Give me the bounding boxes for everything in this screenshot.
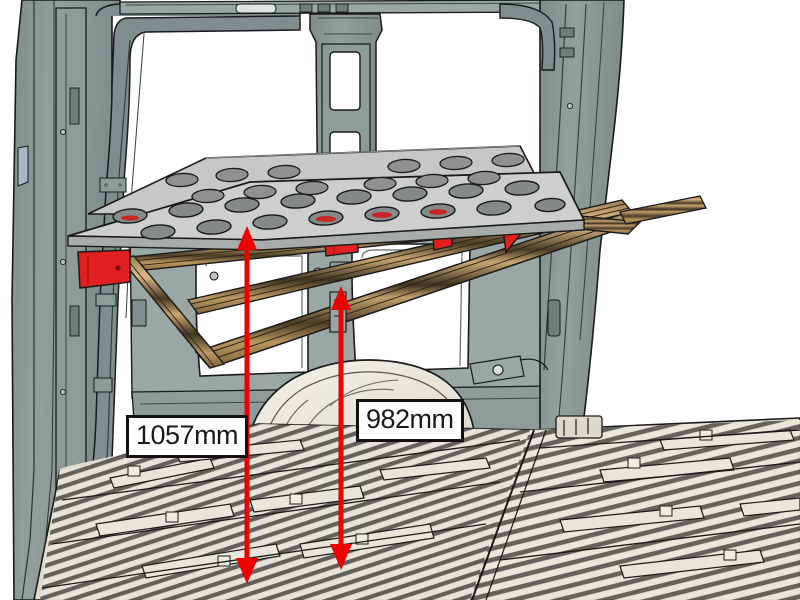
- rail-front-extension: [619, 195, 707, 225]
- rear-latch-hardware: [469, 355, 549, 385]
- dimension-label-982mm: 982mm: [356, 399, 464, 442]
- cargo-floor: [33, 415, 800, 600]
- dimension-arrow-982: [330, 286, 352, 570]
- perforated-shelf-panel: [67, 145, 586, 251]
- van-roof-rail: [119, 0, 561, 15]
- dimension-arrow-1057: [236, 226, 258, 584]
- dimension-label-1057mm: 1057mm: [126, 415, 249, 458]
- mounting-bracket-left: [77, 249, 131, 289]
